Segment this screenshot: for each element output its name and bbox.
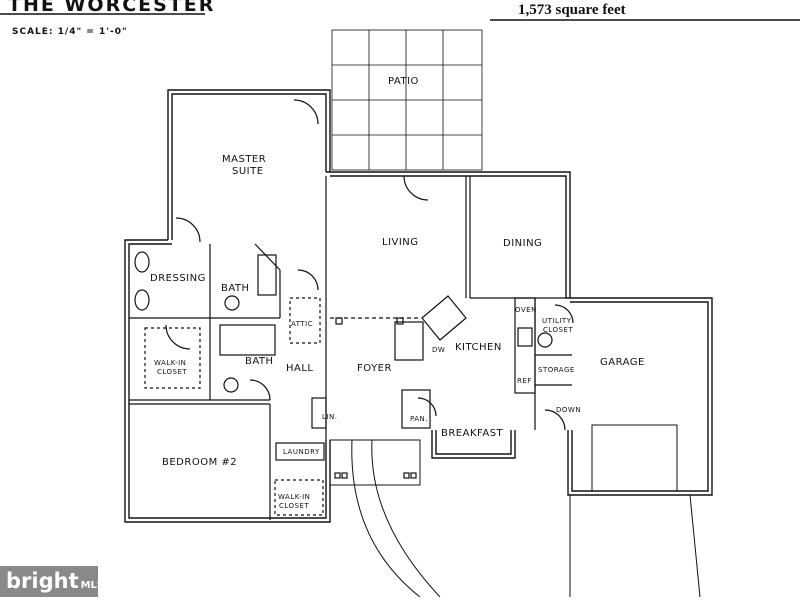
room-dining: DINING (503, 238, 543, 249)
interior-walls (129, 99, 678, 520)
watermark-suffix: MLS (80, 580, 105, 591)
room-storage: STORAGE (538, 366, 575, 374)
room-attic: ATTIC (291, 320, 314, 328)
label-stairs-down: DOWN (556, 406, 582, 414)
room-pantry: PAN. (410, 415, 429, 423)
room-master-suite-line2: SUITE (232, 166, 264, 177)
room-linen: LIN. (322, 413, 338, 421)
room-patio: PATIO (388, 76, 419, 87)
room-master-bath: BATH (221, 283, 250, 294)
room-utility-closet-line2: CLOSET (543, 326, 574, 334)
room-living: LIVING (382, 237, 419, 248)
plan-title: THE WORCESTER (8, 0, 216, 16)
room-hall: HALL (286, 363, 314, 374)
room-bedroom-2: BEDROOM #2 (162, 457, 238, 468)
scale-note: SCALE: 1/4" = 1'-0" (12, 27, 128, 37)
room-garage: GARAGE (600, 357, 645, 368)
room-utility-closet: UTILITY (542, 317, 572, 325)
room-kitchen: KITCHEN (455, 342, 502, 353)
room-walk-in-closet-1-line2: CLOSET (157, 368, 188, 376)
room-master-suite: MASTER (222, 154, 267, 165)
watermark-brand: bright (6, 569, 79, 593)
room-laundry: LAUNDRY (283, 448, 320, 456)
room-walk-in-closet-2-line2: CLOSET (279, 502, 310, 510)
label-oven: OVEN (515, 306, 537, 314)
room-foyer: FOYER (357, 363, 392, 374)
patio-grid (331, 29, 483, 171)
room-dressing: DRESSING (150, 273, 206, 284)
room-walk-in-closet-2: WALK-IN (278, 493, 311, 501)
exterior-walls (124, 89, 713, 523)
room-breakfast: BREAKFAST (441, 428, 504, 439)
room-bath-2: BATH (245, 356, 274, 367)
label-dishwasher: DW (432, 346, 446, 354)
label-refrigerator: REF (517, 377, 532, 385)
square-footage: 1,573 square feet (518, 2, 626, 18)
room-walk-in-closet-1: WALK-IN (154, 359, 187, 367)
walkway (351, 439, 701, 597)
